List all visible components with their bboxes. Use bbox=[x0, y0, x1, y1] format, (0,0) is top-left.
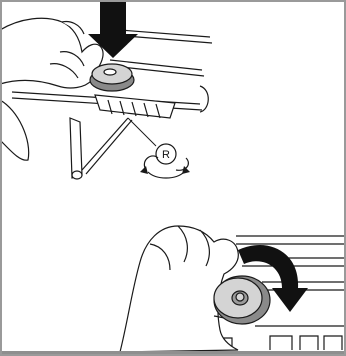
panel-press-step: R bbox=[0, 0, 212, 179]
knob-bottom bbox=[214, 276, 270, 324]
support-rod bbox=[70, 118, 132, 179]
knob-bracket bbox=[95, 95, 175, 118]
hand-top bbox=[0, 18, 103, 160]
svg-text:R: R bbox=[162, 149, 170, 161]
panel-rotate-step bbox=[120, 226, 346, 352]
rotation-direction-icon: R bbox=[128, 118, 190, 178]
bottom-divider bbox=[0, 351, 346, 356]
knob-top bbox=[90, 64, 134, 91]
